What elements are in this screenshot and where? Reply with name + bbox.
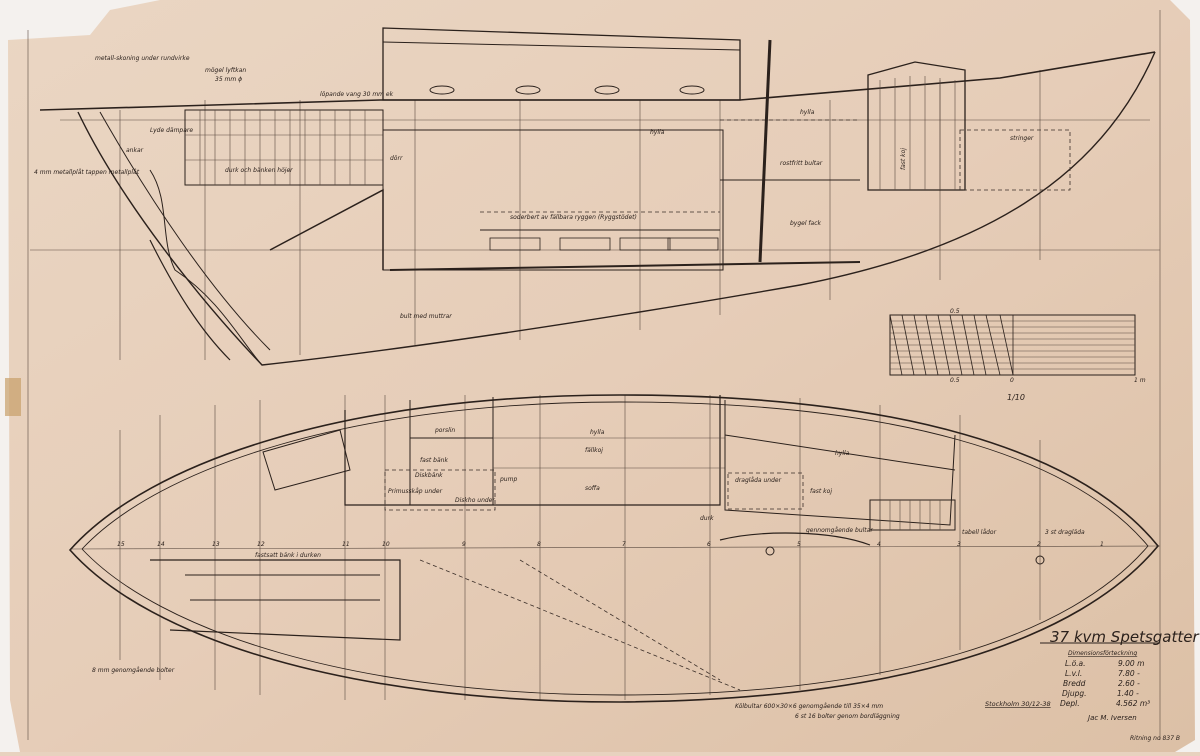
label-floor: durk	[700, 515, 714, 522]
label-shelf2-plan: hylla	[835, 450, 850, 457]
label-sink: Diskbänk	[415, 472, 443, 479]
dim-label-displacement: Depl.	[1060, 699, 1080, 708]
station-label: 6	[707, 541, 711, 548]
label-folding-berth: fällkoj	[585, 447, 603, 454]
label-bolts: 8 mm genomgående bolter	[92, 667, 175, 674]
label-drawer: draglåda under	[735, 477, 782, 484]
label-shelf2: hylla	[800, 109, 815, 116]
label-anchor: ankar	[126, 147, 144, 154]
station-label: 8	[537, 541, 541, 548]
label-door: dörr	[390, 155, 403, 162]
scale-tick-bottom: 0.5	[950, 377, 960, 384]
label-shelf-plan: hylla	[590, 429, 605, 436]
signature: Jac M. Iversen	[1086, 714, 1137, 722]
dim-value-lwl: 7.80 -	[1118, 669, 1140, 678]
scale-tick-top: 0.5	[950, 308, 960, 315]
station-label: 4	[877, 541, 881, 548]
dim-value-beam: 2.60 -	[1118, 679, 1140, 688]
station-label: 5	[797, 541, 801, 548]
label-chain: 3 st dragläda	[1045, 529, 1085, 536]
station-label: 1	[1100, 541, 1104, 548]
dim-label-draft: Djupg.	[1062, 689, 1087, 698]
plan-view: porslin fast bänk Diskbänk Primusskåp un…	[68, 394, 1161, 720]
station-label: 7	[622, 541, 626, 548]
label-galley: Primusskåp under	[388, 488, 443, 495]
label-porcelain: porslin	[434, 427, 455, 434]
label-mast: mögel lyftkan	[205, 67, 246, 74]
dim-label-beam: Bredd	[1063, 679, 1086, 688]
station-label: 11	[342, 541, 350, 548]
label-bolt-note: 6 st 16 bolter genom bordläggning	[795, 713, 900, 720]
label-keel-bolts: Kölbultar 600×30×6 genomgående till 35×4…	[735, 703, 883, 710]
dim-value-displacement: 4.562 m³	[1116, 699, 1150, 708]
label-cockpit: durk och bänken höjer	[225, 167, 293, 174]
label-icebox: Diskho under	[455, 497, 495, 504]
label-hatch-box: tabell lådor	[962, 529, 997, 536]
dim-value-draft: 1.40 -	[1117, 689, 1139, 698]
drawing-number: Ritning no 837 B	[1130, 735, 1180, 742]
label-fixed-berth: fast koj	[810, 488, 832, 495]
label-cabin-top: löpande vang 30 mm ek	[320, 91, 394, 98]
profile-view: metall-skoning under rundvirke mögel lyf…	[30, 27, 1160, 366]
label-sofa-back: soderbert av fällbara ryggen (Ryggstödet…	[510, 214, 637, 221]
label-bilge: gennomgående bultar	[806, 527, 873, 534]
scale-zero: 0	[1010, 377, 1014, 384]
station-label: 15	[117, 541, 125, 548]
label-locker: bygel fack	[790, 220, 822, 227]
label-ballast: bult med muttrar	[400, 313, 452, 320]
station-label: 9	[462, 541, 466, 548]
dim-label-lwl: L.v.l.	[1065, 669, 1082, 678]
station-label: 12	[257, 541, 265, 548]
label-tap: pump	[499, 476, 517, 483]
station-label: 13	[212, 541, 220, 548]
label-sofa: soffa	[585, 485, 600, 492]
label-bow-fitting: metall-skoning under rundvirke	[95, 55, 190, 62]
label-stringer: stringer	[1010, 135, 1034, 142]
station-label: 3	[957, 541, 961, 548]
label-shelf: hylla	[650, 129, 665, 136]
label-fixed-bench: fast bänk	[420, 457, 448, 464]
label-strut: rostfritt bultar	[780, 160, 823, 167]
drawing-title: 37 kvm Spetsgatter	[1050, 628, 1199, 646]
paper	[8, 0, 1195, 752]
label-tie: 4 mm metallplåt tappen metallplåt	[34, 169, 140, 176]
drawing-subtitle: Dimensionsförteckning	[1068, 650, 1137, 657]
title-block: 37 kvm Spetsgatter Dimensionsförteckning…	[985, 628, 1199, 742]
station-label: 14	[157, 541, 165, 548]
scale-bar: 0.5 0.5 0 1 m 1/10	[889, 308, 1146, 402]
label-lamp: Lyde dämpare	[150, 127, 193, 134]
dim-label-loa: L.ö.a.	[1065, 659, 1086, 668]
tape-mark	[5, 378, 21, 416]
place-date: Stockholm 30/12-38	[985, 700, 1051, 708]
station-label: 2	[1037, 541, 1041, 548]
dim-value-loa: 9.00 m	[1118, 659, 1144, 668]
label-mast-dim: 35 mm ϕ	[215, 76, 242, 83]
station-label: 10	[382, 541, 390, 548]
scale-one-m: 1 m	[1134, 377, 1146, 384]
scale-ratio: 1/10	[1007, 393, 1025, 402]
label-hatch: fast koj	[900, 148, 907, 170]
label-cockpit-seat: fastsatt bänk i durken	[255, 552, 321, 559]
